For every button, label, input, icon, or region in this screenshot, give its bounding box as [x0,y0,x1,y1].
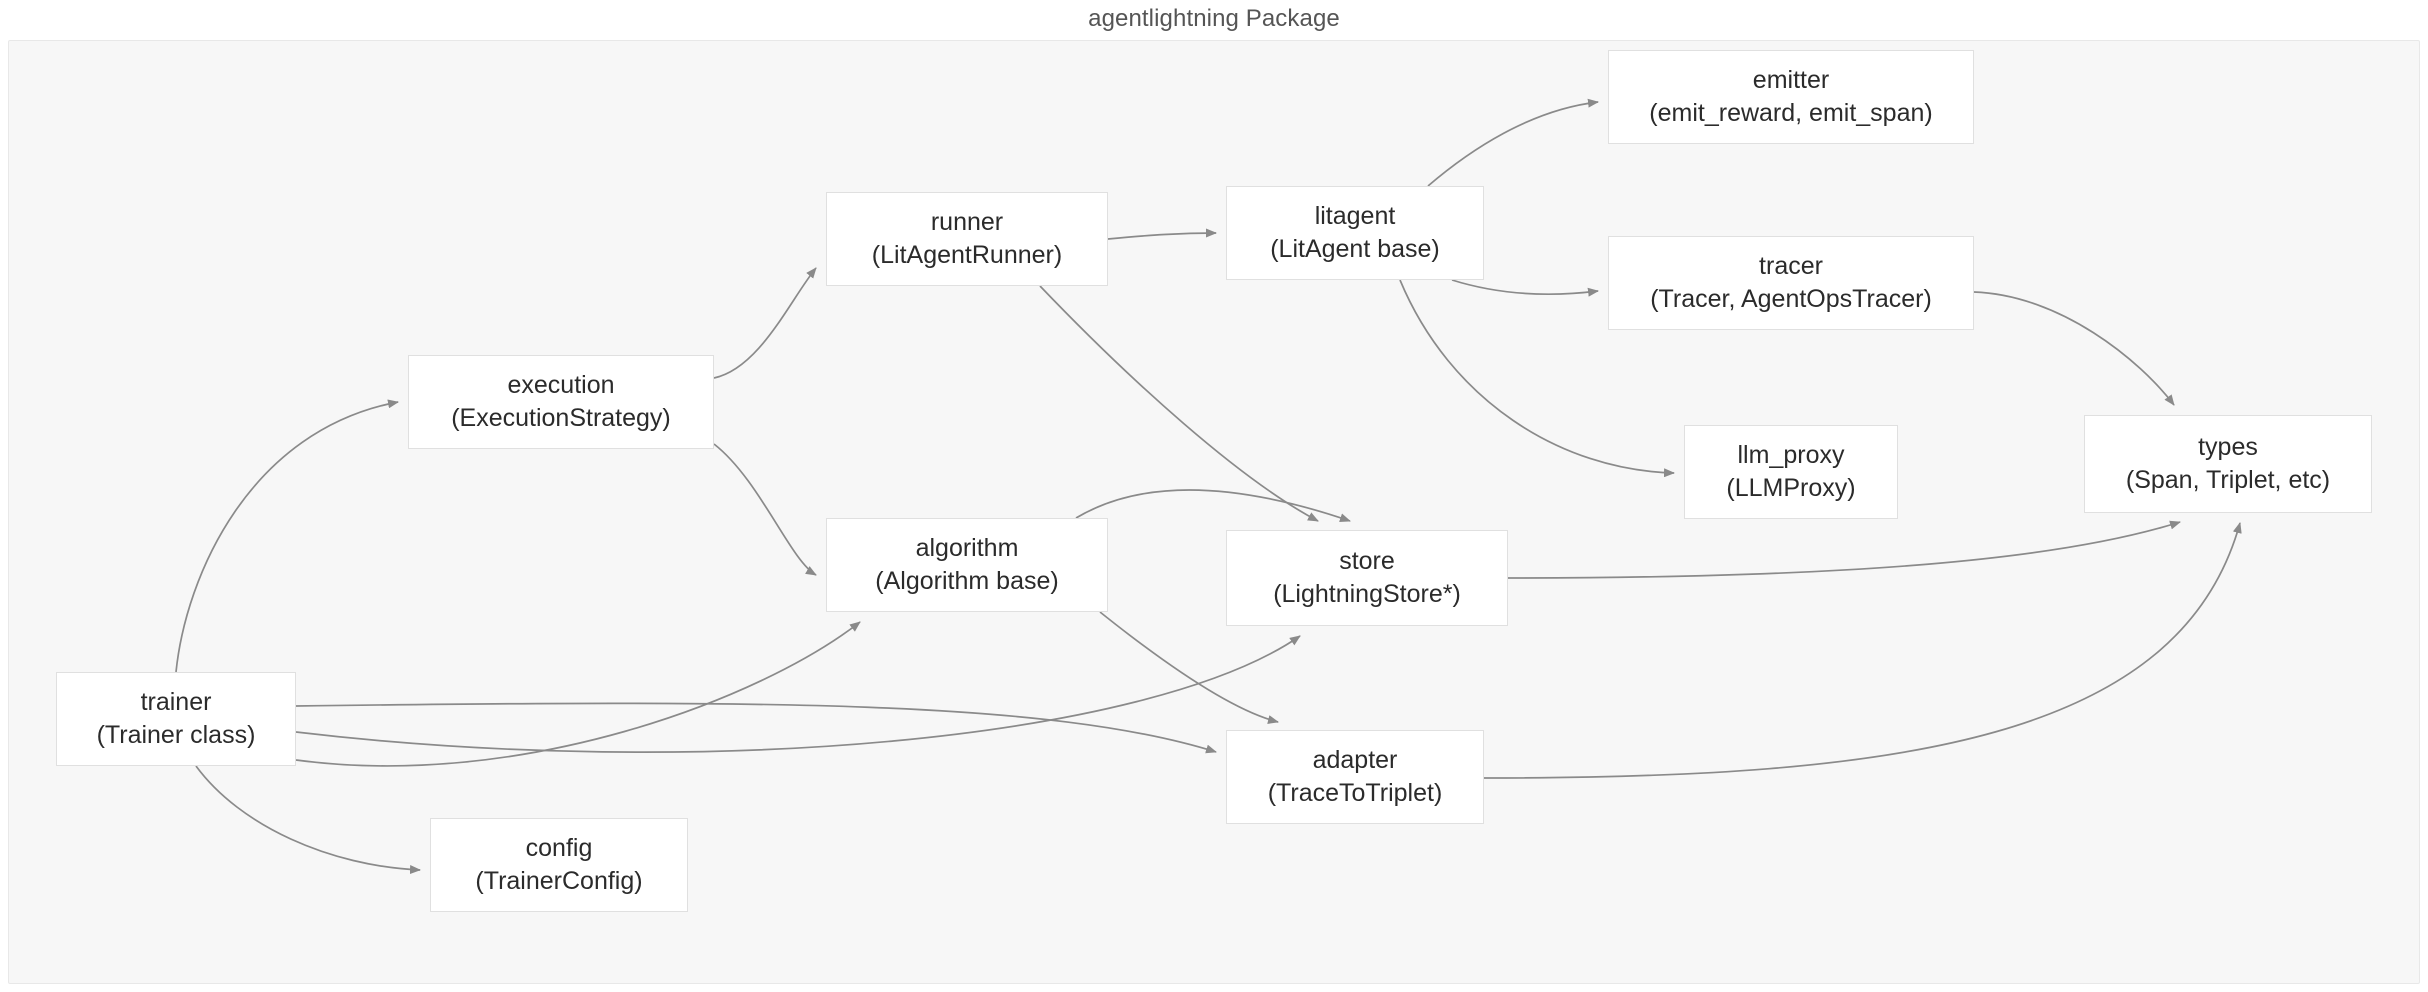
node-adapter[interactable]: adapter (TraceToTriplet) [1226,730,1484,824]
node-algorithm-title: algorithm [915,534,1019,562]
node-emitter[interactable]: emitter (emit_reward, emit_span) [1608,50,1974,144]
node-config-subtitle: (TrainerConfig) [475,867,643,895]
node-execution[interactable]: execution (ExecutionStrategy) [408,355,714,449]
node-emitter-subtitle: (emit_reward, emit_span) [1649,99,1933,127]
node-types-subtitle: (Span, Triplet, etc) [2125,466,2331,494]
node-llm-proxy-title: llm_proxy [1737,441,1845,469]
node-algorithm-subtitle: (Algorithm base) [875,567,1059,595]
node-trainer-title: trainer [140,688,212,716]
node-tracer-title: tracer [1759,252,1823,280]
node-config-title: config [525,834,593,862]
node-litagent[interactable]: litagent (LitAgent base) [1226,186,1484,280]
node-execution-subtitle: (ExecutionStrategy) [451,404,671,432]
node-runner-title: runner [930,208,1004,236]
node-store-title: store [1339,547,1395,575]
node-store[interactable]: store (LightningStore*) [1226,530,1508,626]
node-emitter-title: emitter [1752,66,1830,94]
node-trainer-subtitle: (Trainer class) [96,721,256,749]
page-title: agentlightning Package [1088,5,1340,32]
node-execution-title: execution [507,371,615,399]
node-llm-proxy-subtitle: (LLMProxy) [1726,474,1856,502]
node-tracer-subtitle: (Tracer, AgentOpsTracer) [1650,285,1932,313]
node-store-subtitle: (LightningStore*) [1273,580,1461,608]
node-runner-subtitle: (LitAgentRunner) [871,241,1063,269]
node-tracer[interactable]: tracer (Tracer, AgentOpsTracer) [1608,236,1974,330]
node-litagent-title: litagent [1314,202,1396,230]
node-types[interactable]: types (Span, Triplet, etc) [2084,415,2372,513]
node-runner[interactable]: runner (LitAgentRunner) [826,192,1108,286]
node-trainer[interactable]: trainer (Trainer class) [56,672,296,766]
node-llm-proxy[interactable]: llm_proxy (LLMProxy) [1684,425,1898,519]
node-config[interactable]: config (TrainerConfig) [430,818,688,912]
node-adapter-subtitle: (TraceToTriplet) [1267,779,1443,807]
node-types-title: types [2198,433,2258,461]
node-algorithm[interactable]: algorithm (Algorithm base) [826,518,1108,612]
node-litagent-subtitle: (LitAgent base) [1270,235,1440,263]
diagram-panel [8,40,2420,984]
node-adapter-title: adapter [1312,746,1398,774]
